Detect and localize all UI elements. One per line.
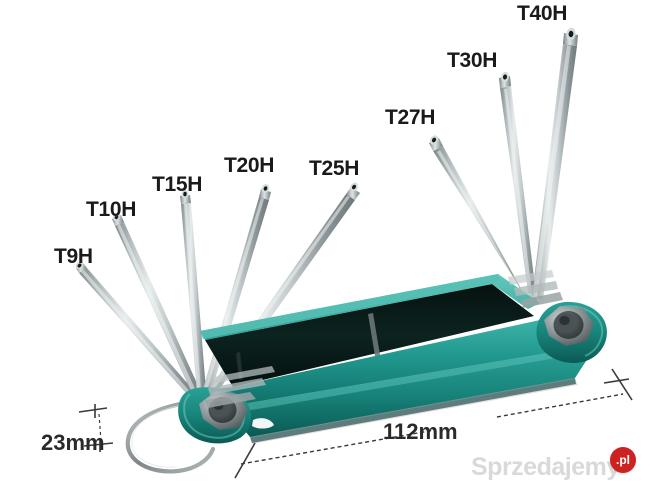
key-label-t27h: T27H — [385, 106, 436, 129]
key-label-t25h: T25H — [309, 157, 360, 180]
pivot-bolt-right — [544, 306, 594, 346]
key-t10h — [112, 212, 205, 404]
key-t9h — [75, 261, 202, 404]
key-t30h — [499, 71, 537, 303]
watermark: Sprzedajemy .pl — [471, 447, 646, 487]
key-t40h — [532, 27, 578, 300]
handle-body — [178, 274, 607, 444]
key-label-t40h: T40H — [517, 2, 568, 25]
key-tangs-right — [508, 270, 563, 308]
key-tangs-left — [205, 366, 275, 408]
key-label-t15h: T15H — [152, 173, 203, 196]
key-label-t20h: T20H — [224, 154, 275, 177]
key-ring — [125, 399, 216, 474]
dimension-label-height: 23mm — [41, 430, 105, 455]
dimension-label-length: 112mm — [383, 419, 458, 444]
key-t27h — [429, 135, 531, 307]
key-label-t30h: T30H — [447, 49, 498, 72]
watermark-text: Sprzedajemy — [471, 453, 620, 481]
key-label-t9h: T9H — [54, 245, 93, 268]
key-label-t10h: T10H — [86, 198, 137, 221]
key-t15h — [180, 189, 207, 404]
dimension-lines — [78, 368, 633, 479]
right-key-fan — [429, 27, 578, 307]
watermark-domain-badge: .pl — [610, 447, 636, 473]
